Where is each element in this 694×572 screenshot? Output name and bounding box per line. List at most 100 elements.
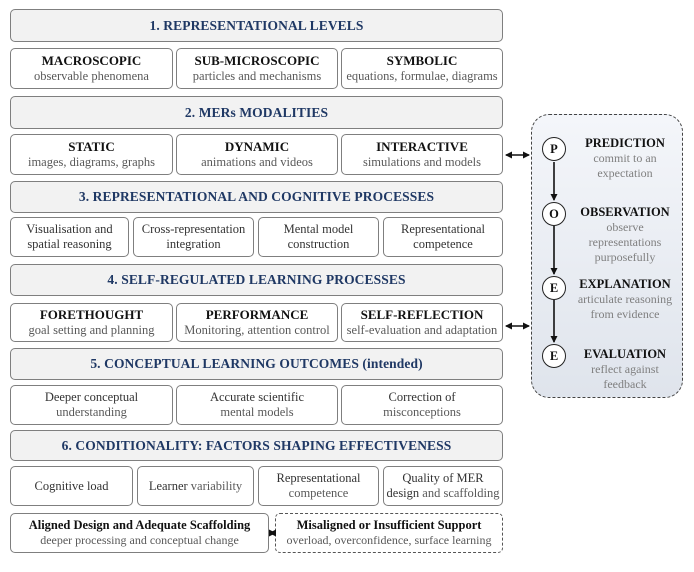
srl-subtitle: goal setting and planning xyxy=(28,322,155,337)
srl-subtitle: Monitoring, attention control xyxy=(184,322,330,337)
outcome-line-1: Accurate scientific xyxy=(209,390,305,404)
level-title: SYMBOLIC xyxy=(386,53,458,69)
section-2-title: 2. MERs MODALITIES xyxy=(184,104,329,120)
outcome-line-1: Correction of xyxy=(388,390,456,404)
section-4-header: 4. SELF-REGULATED LEARNING PROCESSES xyxy=(10,264,503,296)
srl-self-reflection-box: SELF-REFLECTION self-evaluation and adap… xyxy=(341,303,503,342)
poe-letter: O xyxy=(549,206,559,221)
section-4-title: 4. SELF-REGULATED LEARNING PROCESSES xyxy=(107,272,406,287)
misaligned-subtitle: overload, overconfidence, surface learni… xyxy=(286,533,492,548)
poe-step-line-1: reflect against xyxy=(591,362,659,376)
outcome-misconceptions-box: Correction of misconceptions xyxy=(341,385,503,425)
factor-representational-competence-box: Representational competence xyxy=(258,466,379,506)
poe-step-prediction: PREDICTION commit to an expectation xyxy=(570,136,680,181)
level-submicroscopic-box: SUB-MICROSCOPIC particles and mechanisms xyxy=(176,48,338,89)
poe-step-line-2: feedback xyxy=(603,377,647,391)
level-macroscopic-box: MACROSCOPIC observable phenomena xyxy=(10,48,173,89)
poe-step-line-2: from evidence xyxy=(590,307,660,321)
section-5-title: 5. CONCEPTUAL LEARNING OUTCOMES (intende… xyxy=(90,356,423,371)
outcome-line-2: mental models xyxy=(220,405,294,419)
aligned-design-box: Aligned Design and Adequate Scaffolding … xyxy=(10,513,269,553)
factor-line-2: design and scaffolding xyxy=(387,486,500,501)
factor-word-light: variability xyxy=(190,478,243,493)
factor-line-1: Representational xyxy=(276,471,361,485)
section-3-header: 3. REPRESENTATIONAL AND COGNITIVE PROCES… xyxy=(10,181,503,213)
process-line-2: construction xyxy=(287,237,350,251)
srl-performance-box: PERFORMANCE Monitoring, attention contro… xyxy=(176,303,338,342)
process-line-1: Mental model xyxy=(283,222,354,236)
level-subtitle: equations, formulae, diagrams xyxy=(346,68,498,83)
poe-step-line-1: commit to an xyxy=(593,151,657,165)
outcome-deeper-understanding-box: Deeper conceptual understanding xyxy=(10,385,173,425)
process-cross-representation-box: Cross-representation integration xyxy=(133,217,254,257)
poe-letter: E xyxy=(549,348,559,363)
modality-interactive-box: INTERACTIVE simulations and models xyxy=(341,134,503,175)
misaligned-support-box: Misaligned or Insufficient Support overl… xyxy=(275,513,503,553)
srl-subtitle: self-evaluation and adaptation xyxy=(346,322,498,337)
poe-step-line-2: expectation xyxy=(597,166,653,180)
poe-step-title: OBSERVATION xyxy=(580,205,670,219)
srl-title: FORETHOUGHT xyxy=(39,307,144,323)
process-line-2: competence xyxy=(413,237,473,251)
aligned-subtitle: deeper processing and conceptual change xyxy=(40,533,239,548)
factor-line-1: Cognitive load xyxy=(34,478,109,493)
level-title: MACROSCOPIC xyxy=(41,53,142,69)
section-6-header: 6. CONDITIONALITY: FACTORS SHAPING EFFEC… xyxy=(10,430,503,461)
poe-circle-e-evaluation: E xyxy=(542,344,566,368)
process-mental-model-box: Mental model construction xyxy=(258,217,379,257)
factor-word: Learner xyxy=(148,478,188,493)
modality-title: INTERACTIVE xyxy=(376,139,468,155)
modality-subtitle: animations and videos xyxy=(201,154,313,169)
section-3-title: 3. REPRESENTATIONAL AND COGNITIVE PROCES… xyxy=(78,189,435,204)
poe-circle-e-explanation: E xyxy=(542,276,566,300)
poe-step-title: EXPLANATION xyxy=(579,277,671,291)
level-subtitle: observable phenomena xyxy=(34,68,149,83)
outcome-line-1: Deeper conceptual xyxy=(44,390,139,404)
modality-subtitle: images, diagrams, graphs xyxy=(27,154,156,169)
process-representational-competence-box: Representational competence xyxy=(383,217,503,257)
factor-word-light: and scaffolding xyxy=(422,486,500,500)
section-1-title: 1. REPRESENTATIONAL LEVELS xyxy=(149,17,364,33)
poe-step-explanation: EXPLANATION articulate reasoning from ev… xyxy=(570,277,680,322)
process-line-1: Representational xyxy=(401,222,485,236)
poe-step-observation: OBSERVATION observe representations purp… xyxy=(570,205,680,265)
factor-learner-variability-box: Learner variability xyxy=(137,466,254,506)
process-line-1: Visualisation and xyxy=(26,222,113,236)
factor-line-1: Learner variability xyxy=(149,479,242,494)
modality-dynamic-box: DYNAMIC animations and videos xyxy=(176,134,338,175)
modality-static-box: STATIC images, diagrams, graphs xyxy=(10,134,173,175)
process-line-2: integration xyxy=(166,237,221,251)
modality-subtitle: simulations and models xyxy=(362,154,482,169)
section-5-header: 5. CONCEPTUAL LEARNING OUTCOMES (intende… xyxy=(10,348,503,380)
aligned-title: Aligned Design and Adequate Scaffolding xyxy=(28,518,251,533)
srl-title: SELF-REFLECTION xyxy=(360,307,484,323)
poe-circle-p: P xyxy=(542,137,566,161)
outcome-mental-models-box: Accurate scientific mental models xyxy=(176,385,338,425)
misaligned-title: Misaligned or Insufficient Support xyxy=(296,518,482,533)
poe-step-line-2: representations xyxy=(588,235,662,249)
process-visualisation-box: Visualisation and spatial reasoning xyxy=(10,217,129,257)
poe-letter: P xyxy=(550,141,558,156)
factor-quality-of-mer-box: Quality of MER design and scaffolding xyxy=(383,466,503,506)
poe-step-title: EVALUATION xyxy=(583,347,667,361)
level-symbolic-box: SYMBOLIC equations, formulae, diagrams xyxy=(341,48,503,89)
section-1-header: 1. REPRESENTATIONAL LEVELS xyxy=(10,9,503,42)
factor-word: design xyxy=(386,486,420,500)
modality-title: STATIC xyxy=(68,139,115,155)
poe-circle-o: O xyxy=(542,202,566,226)
factor-line-1: Quality of MER xyxy=(402,471,484,485)
level-title: SUB-MICROSCOPIC xyxy=(194,53,320,69)
poe-letter: E xyxy=(549,280,559,295)
poe-step-line-1: articulate reasoning xyxy=(577,292,673,306)
modality-title: DYNAMIC xyxy=(224,139,290,155)
process-line-2: spatial reasoning xyxy=(27,237,112,251)
poe-step-evaluation: EVALUATION reflect against feedback xyxy=(570,347,680,392)
level-subtitle: particles and mechanisms xyxy=(192,68,322,83)
outcome-line-2: misconceptions xyxy=(383,405,461,419)
factor-line-2: competence xyxy=(288,486,349,500)
poe-step-line-3: purposefully xyxy=(594,250,656,264)
factor-cognitive-load-box: Cognitive load xyxy=(10,466,133,506)
section-2-header: 2. MERs MODALITIES xyxy=(10,96,503,129)
section-6-title: 6. CONDITIONALITY: FACTORS SHAPING EFFEC… xyxy=(61,437,452,453)
outcome-line-2: understanding xyxy=(56,405,127,419)
